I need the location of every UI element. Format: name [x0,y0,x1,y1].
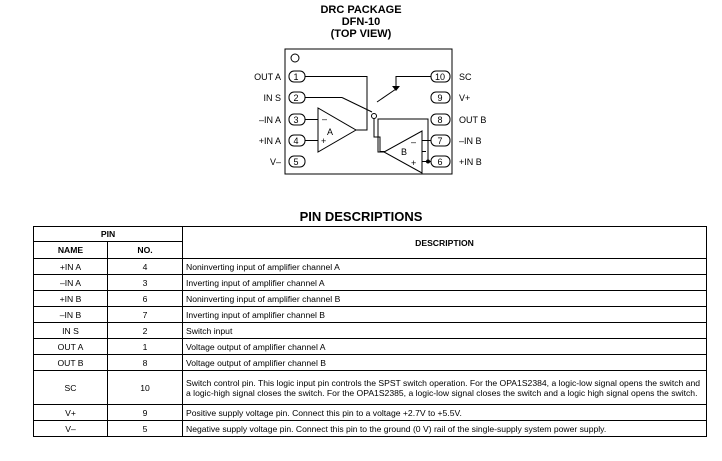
table-row: +IN A 4 Noninverting input of amplifier … [33,258,708,275]
pin-number-cell: 7 [106,306,184,323]
pin-name-cell: +IN A [33,258,108,275]
switch-contact [371,113,377,119]
package-subtitle: DFN-10 [341,16,381,28]
pin-label-out-b: OUT B [459,115,486,125]
switch-blade [341,97,373,113]
amp-b-label: B [401,147,407,157]
sc-arrow [392,86,400,91]
left-pin-group: OUT A 1 IN S 2 –IN A 3 +IN A 4 V– 5 [254,70,306,168]
pin-description-cell: Noninverting input of amplifier channel … [182,258,708,275]
pin-number-cell: 1 [106,338,184,355]
pin-number-cell: 9 [106,404,184,421]
pin-label-minus-in-a: –IN A [259,115,281,125]
pin1-marker [290,53,300,63]
package-title: DRC PACKAGE [320,4,402,16]
pin-label-plus-in-b: +IN B [459,157,482,167]
pin-name-cell: –IN B [33,306,108,323]
pin-pad-8 [430,113,451,126]
pin-name-cell: V– [33,420,108,437]
pin-number-cell: 5 [106,420,184,437]
pin-number-9: 9 [437,93,442,103]
table-row: –IN B 7 Inverting input of amplifier cha… [33,306,708,323]
pin-number-cell: 8 [106,354,184,371]
pin-number-10: 10 [435,72,445,82]
pin-pad-5 [288,155,306,168]
out-b-wire [377,118,429,162]
package-view-label: (TOP VIEW) [330,28,392,40]
name-header: NAME [33,241,108,259]
pin-descriptions-table: PIN DESCRIPTION NAME NO. +IN A 4 Noninve… [32,226,708,437]
pin-description-cell: Voltage output of amplifier channel B [182,354,708,371]
pin-number-cell: 4 [106,258,184,275]
pin-number-2: 2 [293,93,298,103]
pin-name-cell: OUT B [33,354,108,371]
amplifier-b-triangle [382,130,423,174]
pin-name-cell: +IN B [33,290,108,307]
pin-name-cell: V+ [33,404,108,421]
sc-control-wire [376,76,431,103]
table-row: V+ 9 Positive supply voltage pin. Connec… [33,404,708,421]
pin-number-1: 1 [293,72,298,82]
pin-number-cell: 10 [106,370,184,405]
pin-description-cell: Voltage output of amplifier channel A [182,338,708,355]
pin-label-plus-in-a: +IN A [259,136,281,146]
table-row: OUT B 8 Voltage output of amplifier chan… [33,354,708,371]
table-row: –IN A 3 Inverting input of amplifier cha… [33,274,708,291]
pin-description-cell: Negative supply voltage pin. Connect thi… [182,420,708,437]
pin-label-v-plus: V+ [459,93,470,103]
pin-label-out-a: OUT A [254,72,281,82]
pinout-diagram: OUT A 1 IN S 2 –IN A 3 +IN A 4 V– 5 10 S… [254,48,486,175]
pin-description-cell: Switch control pin. This logic input pin… [182,370,708,405]
table-row: SC 10 Switch control pin. This logic inp… [33,370,708,405]
pin-number-4: 4 [293,136,298,146]
junction-dot [426,159,430,164]
out-a-wire [305,76,368,131]
table-row: OUT A 1 Voltage output of amplifier chan… [33,338,708,355]
pin-description-cell: Switch input [182,322,708,339]
section-title: PIN DESCRIPTIONS [299,209,423,224]
table-row: V– 5 Negative supply voltage pin. Connec… [33,420,708,437]
package-outline [284,48,453,175]
pin-number-cell: 3 [106,274,184,291]
pin-description-cell: Noninverting input of amplifier channel … [182,290,708,307]
amplifier-a-triangle [317,107,357,153]
description-header: DESCRIPTION [182,226,708,259]
pin-number-cell: 6 [106,290,184,307]
table-row: +IN B 6 Noninverting input of amplifier … [33,290,708,307]
pin-name-cell: –IN A [33,274,108,291]
pin-description-cell: Positive supply voltage pin. Connect thi… [182,404,708,421]
pin-number-8: 8 [437,115,442,125]
pin-label-minus-in-b: –IN B [459,136,482,146]
amp-a-label: A [327,127,333,137]
pin-description-cell: Inverting input of amplifier channel B [182,306,708,323]
pin-number-3: 3 [293,115,298,125]
amp-a-minus-sign: – [322,114,327,124]
amp-b-plus-sign: + [411,158,416,168]
pin-number-6: 6 [437,157,442,167]
table-row: IN S 2 Switch input [33,322,708,339]
pin-pad-9 [430,91,451,104]
pin-name-cell: OUT A [33,338,108,355]
number-header: NO. [106,241,184,259]
pin-label-in-s: IN S [263,93,281,103]
amp-a-plus-sign: + [321,136,326,146]
pin-group-header: PIN [32,226,184,242]
pin-name-cell: IN S [33,322,108,339]
pin-name-cell: SC [33,370,108,405]
pin-number-7: 7 [437,136,442,146]
pin-label-sc: SC [459,72,472,82]
amp-a-input-wires [305,119,318,141]
pin-label-v-minus: V– [270,157,281,167]
pin-number-cell: 2 [106,322,184,339]
pin-number-5: 5 [293,157,298,167]
right-pin-group: 10 SC 9 V+ 8 OUT B 7 –IN B 6 +IN B [430,70,486,168]
pin-description-cell: Inverting input of amplifier channel A [182,274,708,291]
amp-b-minus-sign: – [411,137,416,147]
